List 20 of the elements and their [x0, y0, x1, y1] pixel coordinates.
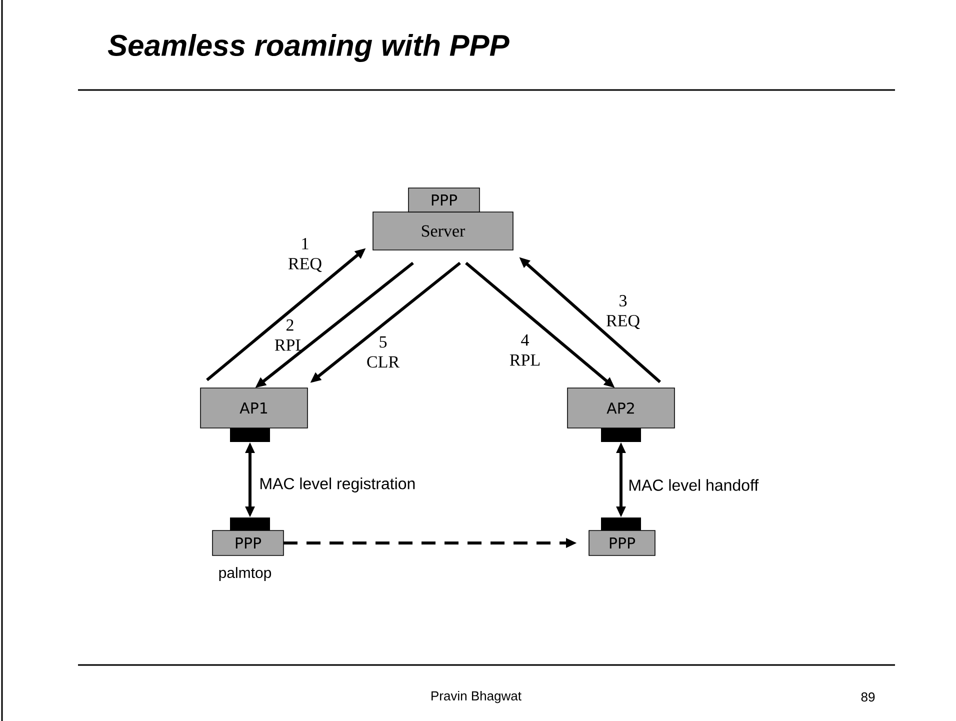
slide-title: Seamless roaming with PPP [108, 34, 510, 62]
edge-label: MAC level registration [258, 476, 417, 494]
edge-label: MAC level handoff [627, 478, 760, 492]
device-box: PPP [588, 530, 656, 556]
interface-bar [230, 428, 270, 442]
edge-label: 5 CLR [367, 336, 400, 368]
device-box: AP1 [200, 388, 308, 428]
device-box: AP2 [567, 388, 675, 428]
interface-bar [230, 518, 270, 530]
footer-text: Pravin Bhagwat [432, 690, 522, 704]
edge-label: 3 REQ [606, 295, 640, 330]
edge-label: 4 RPL [510, 334, 540, 366]
edge-label: 1 REQ [288, 238, 322, 272]
ppp-tab: PPP [408, 188, 480, 212]
interface-bar [601, 518, 641, 530]
page-number: 89 [861, 692, 875, 702]
device-caption: palmtop [219, 567, 272, 582]
edge-label: 2 RPL [274, 319, 305, 351]
interface-bar [601, 428, 641, 442]
device-box: PPP [212, 530, 284, 556]
